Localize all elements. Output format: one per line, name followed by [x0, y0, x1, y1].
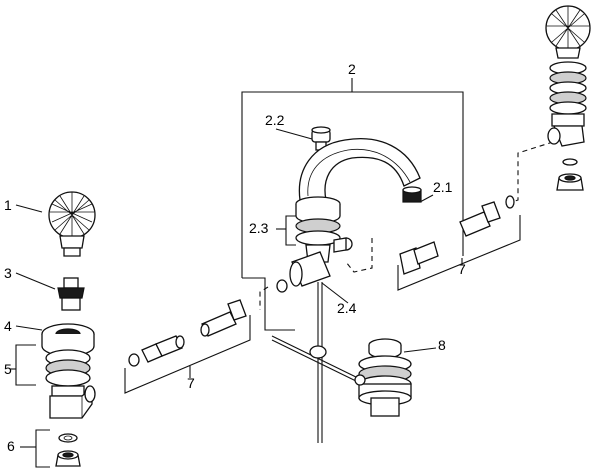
valve-body-left [41, 323, 96, 419]
callout-7-right: 7 [458, 261, 466, 277]
bracket-7-right [397, 215, 521, 291]
leader-lines [10, 128, 437, 468]
bracket-2 [241, 78, 464, 331]
callout-2: 2 [348, 61, 356, 77]
callout-4: 4 [4, 318, 12, 334]
callout-7-left: 7 [187, 375, 195, 391]
crystal-handle-left [48, 191, 96, 257]
pop-up-drain [271, 335, 412, 417]
callout-6: 6 [7, 438, 15, 454]
crystal-handle-right [545, 5, 591, 191]
callout-2-3: 2.3 [249, 220, 269, 236]
valve-cartridge [57, 277, 85, 311]
spout-assembly [276, 126, 422, 443]
connector-left [128, 299, 247, 367]
callout-3: 3 [4, 265, 12, 281]
washer-nut-left [55, 433, 81, 467]
callout-2-1: 2.1 [433, 179, 453, 195]
callout-2-2: 2.2 [265, 112, 285, 128]
callout-1: 1 [4, 197, 12, 213]
callout-5: 5 [4, 361, 12, 377]
bracket-7-left [124, 315, 251, 394]
callout-2-4: 2.4 [337, 300, 357, 316]
callout-8: 8 [438, 337, 446, 353]
connector-right [399, 195, 515, 275]
